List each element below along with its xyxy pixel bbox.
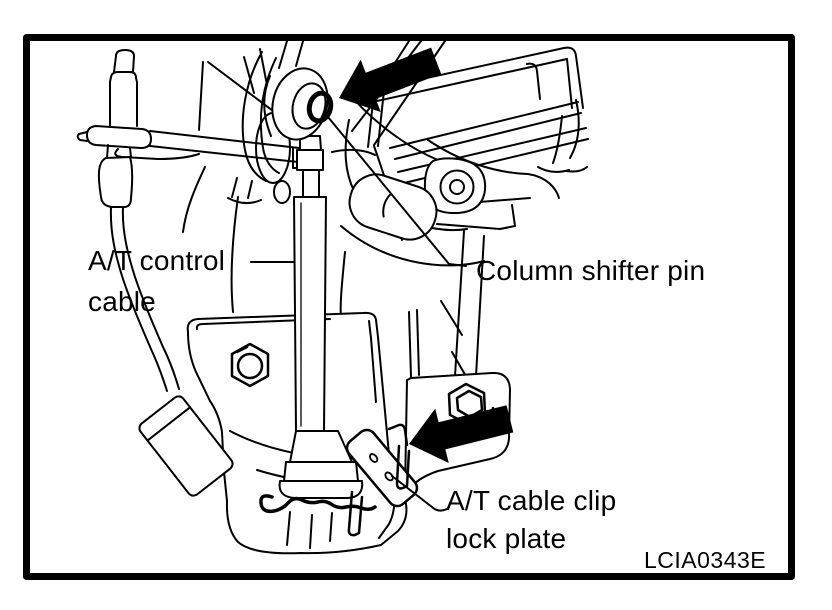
control-rod [278,135,364,499]
column-shifter-pin-part [306,90,334,124]
label-cable-clip-lock-plate-line1: A/T cable clip [446,485,617,516]
label-at-control-cable-line1: A/T control [88,245,226,276]
cable-connector-block [138,395,234,497]
label-column-shifter-pin: Column shifter pin [476,255,706,286]
pin-direction-arrow-icon [339,47,442,112]
leader-lock-plate [391,475,448,512]
figure-id-code: LCIA0343E [644,547,767,573]
cable-end-fitting [76,49,314,392]
lock-plate [345,423,419,537]
lock-plate-direction-arrow-icon [409,405,514,463]
cable-clip [259,494,377,514]
rod-end-eyelet [271,67,334,141]
leader-column-shifter-pin [327,116,467,267]
label-cable-clip-lock-plate-line2: lock plate [446,523,567,554]
label-at-control-cable-line2: cable [88,286,156,317]
bracket-bolt [230,342,270,388]
case-boss [423,157,487,215]
leader-lines [250,116,467,512]
column-shift-lever [227,40,304,204]
figure-border [23,34,795,580]
